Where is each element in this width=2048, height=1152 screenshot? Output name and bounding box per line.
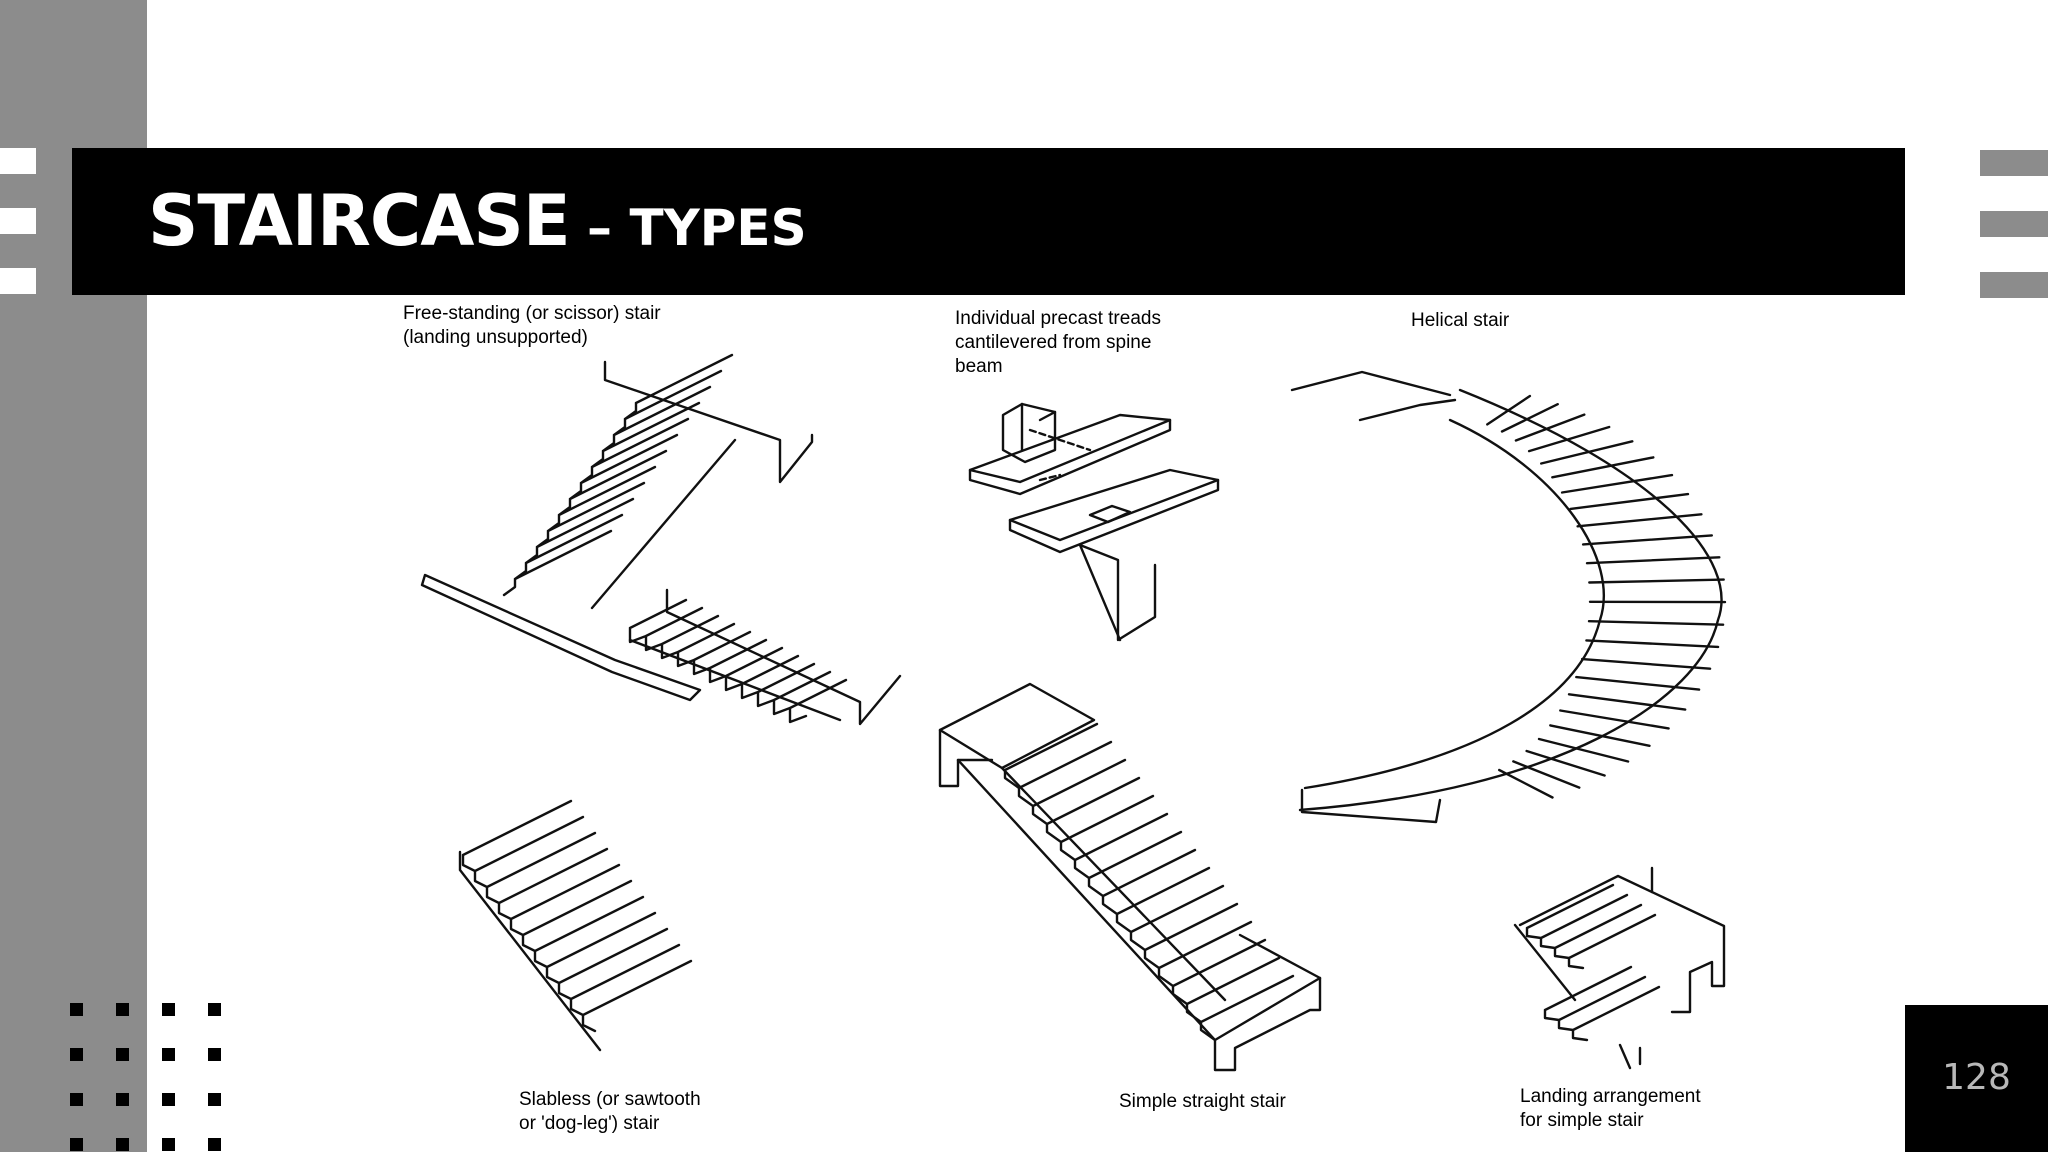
decor-bar [0,268,36,294]
helical-stair-drawing [1290,370,1727,824]
decor-bar [1980,272,2048,298]
scissor-stair-drawing [420,353,902,726]
landing-upper-steps [1525,883,1657,970]
slabless-stair-drawing [458,799,693,1052]
sawtooth-steps [461,799,693,1033]
title-band [72,148,1905,295]
straight-flight-steps [1003,722,1295,1042]
left-white-bars [0,148,36,328]
scissor-upper-flight [502,353,734,597]
scissor-lower-flight [628,598,848,724]
decor-bar [0,148,36,174]
title-main: STAIRCASE [148,180,571,262]
helical-treads [1486,394,1727,799]
straight-stair-drawing [938,682,1322,1072]
dot-grid-decoration [70,1003,221,1151]
caption-scissor-stair: Free-standing (or scissor) stair (landin… [403,303,661,348]
page-number: 128 [1942,1057,2011,1098]
page-number-box: 128 [1905,1005,2048,1152]
caption-precast-treads: Individual precast treads cantilevered f… [955,308,1161,377]
title-sub: TYPES [629,199,807,257]
landing-lower-steps [1543,965,1661,1042]
slide-title: STAIRCASE – TYPES [148,180,807,262]
decor-bar [1980,150,2048,176]
caption-landing-stair: Landing arrangement for simple stair [1520,1086,1701,1131]
title-dash: – [569,199,630,257]
landing-stair-drawing [1513,866,1726,1070]
caption-helical-stair: Helical stair [1411,310,1510,331]
decor-bar [0,208,36,234]
caption-straight-stair: Simple straight stair [1119,1091,1286,1112]
right-gray-bars [1980,150,2048,333]
decor-bar [1980,211,2048,237]
precast-treads-drawing [968,402,1220,642]
caption-slabless-stair: Slabless (or sawtooth or 'dog-leg') stai… [519,1089,701,1134]
